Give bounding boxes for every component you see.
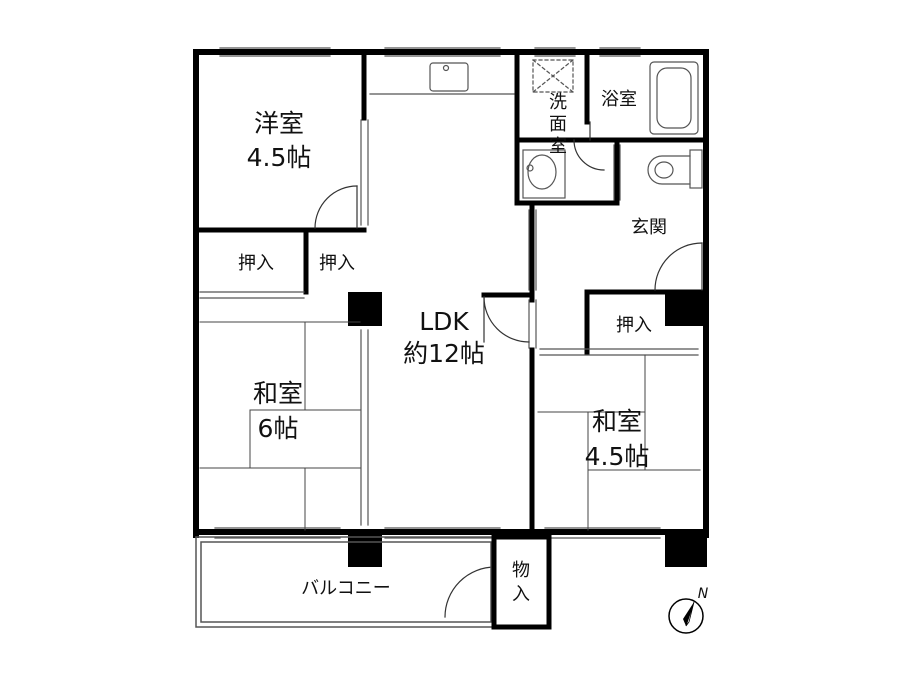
- western-room-name: 洋室: [254, 109, 304, 138]
- japanese-45-name: 和室: [592, 407, 642, 436]
- japanese-6-name: 和室: [253, 379, 303, 408]
- compass-label: N: [698, 586, 709, 602]
- entrance-label: 玄関: [631, 217, 667, 238]
- toilet: [647, 149, 703, 189]
- interior-walls: [193, 49, 709, 538]
- bath-label: 浴室: [601, 89, 637, 110]
- closet-label: 押入: [238, 253, 274, 274]
- closet-label: 押入: [319, 253, 355, 274]
- washroom-label: 室: [549, 136, 567, 157]
- pillars: [348, 292, 707, 567]
- japanese-45-size: 4.5帖: [585, 442, 650, 471]
- room-labels: 洋室 4.5帖 LDK 約12帖 和室 6帖 和室 4.5帖 押入 押入 押入 …: [238, 89, 709, 605]
- windows: [214, 47, 661, 539]
- washroom-label: 面: [549, 114, 567, 135]
- japanese-6-size: 6帖: [258, 414, 299, 443]
- compass: [668, 598, 704, 634]
- tatami-lines: [199, 321, 701, 531]
- sliding-doors: [199, 119, 699, 526]
- balcony-label: バルコニー: [301, 578, 391, 599]
- bathtub: [649, 61, 699, 135]
- western-room-size: 4.5帖: [247, 143, 312, 172]
- ldk-size: 約12帖: [403, 339, 485, 368]
- north-arrow-icon: [683, 602, 694, 626]
- ldk-name: LDK: [419, 307, 469, 336]
- washroom-fixtures: [522, 59, 574, 199]
- kitchen-counter: [369, 62, 515, 95]
- storage-box: [491, 534, 552, 630]
- storage-label: 入: [512, 584, 530, 605]
- storage-label: 物: [512, 560, 530, 581]
- washroom-label: 洗: [549, 92, 567, 113]
- closet-label: 押入: [616, 315, 652, 336]
